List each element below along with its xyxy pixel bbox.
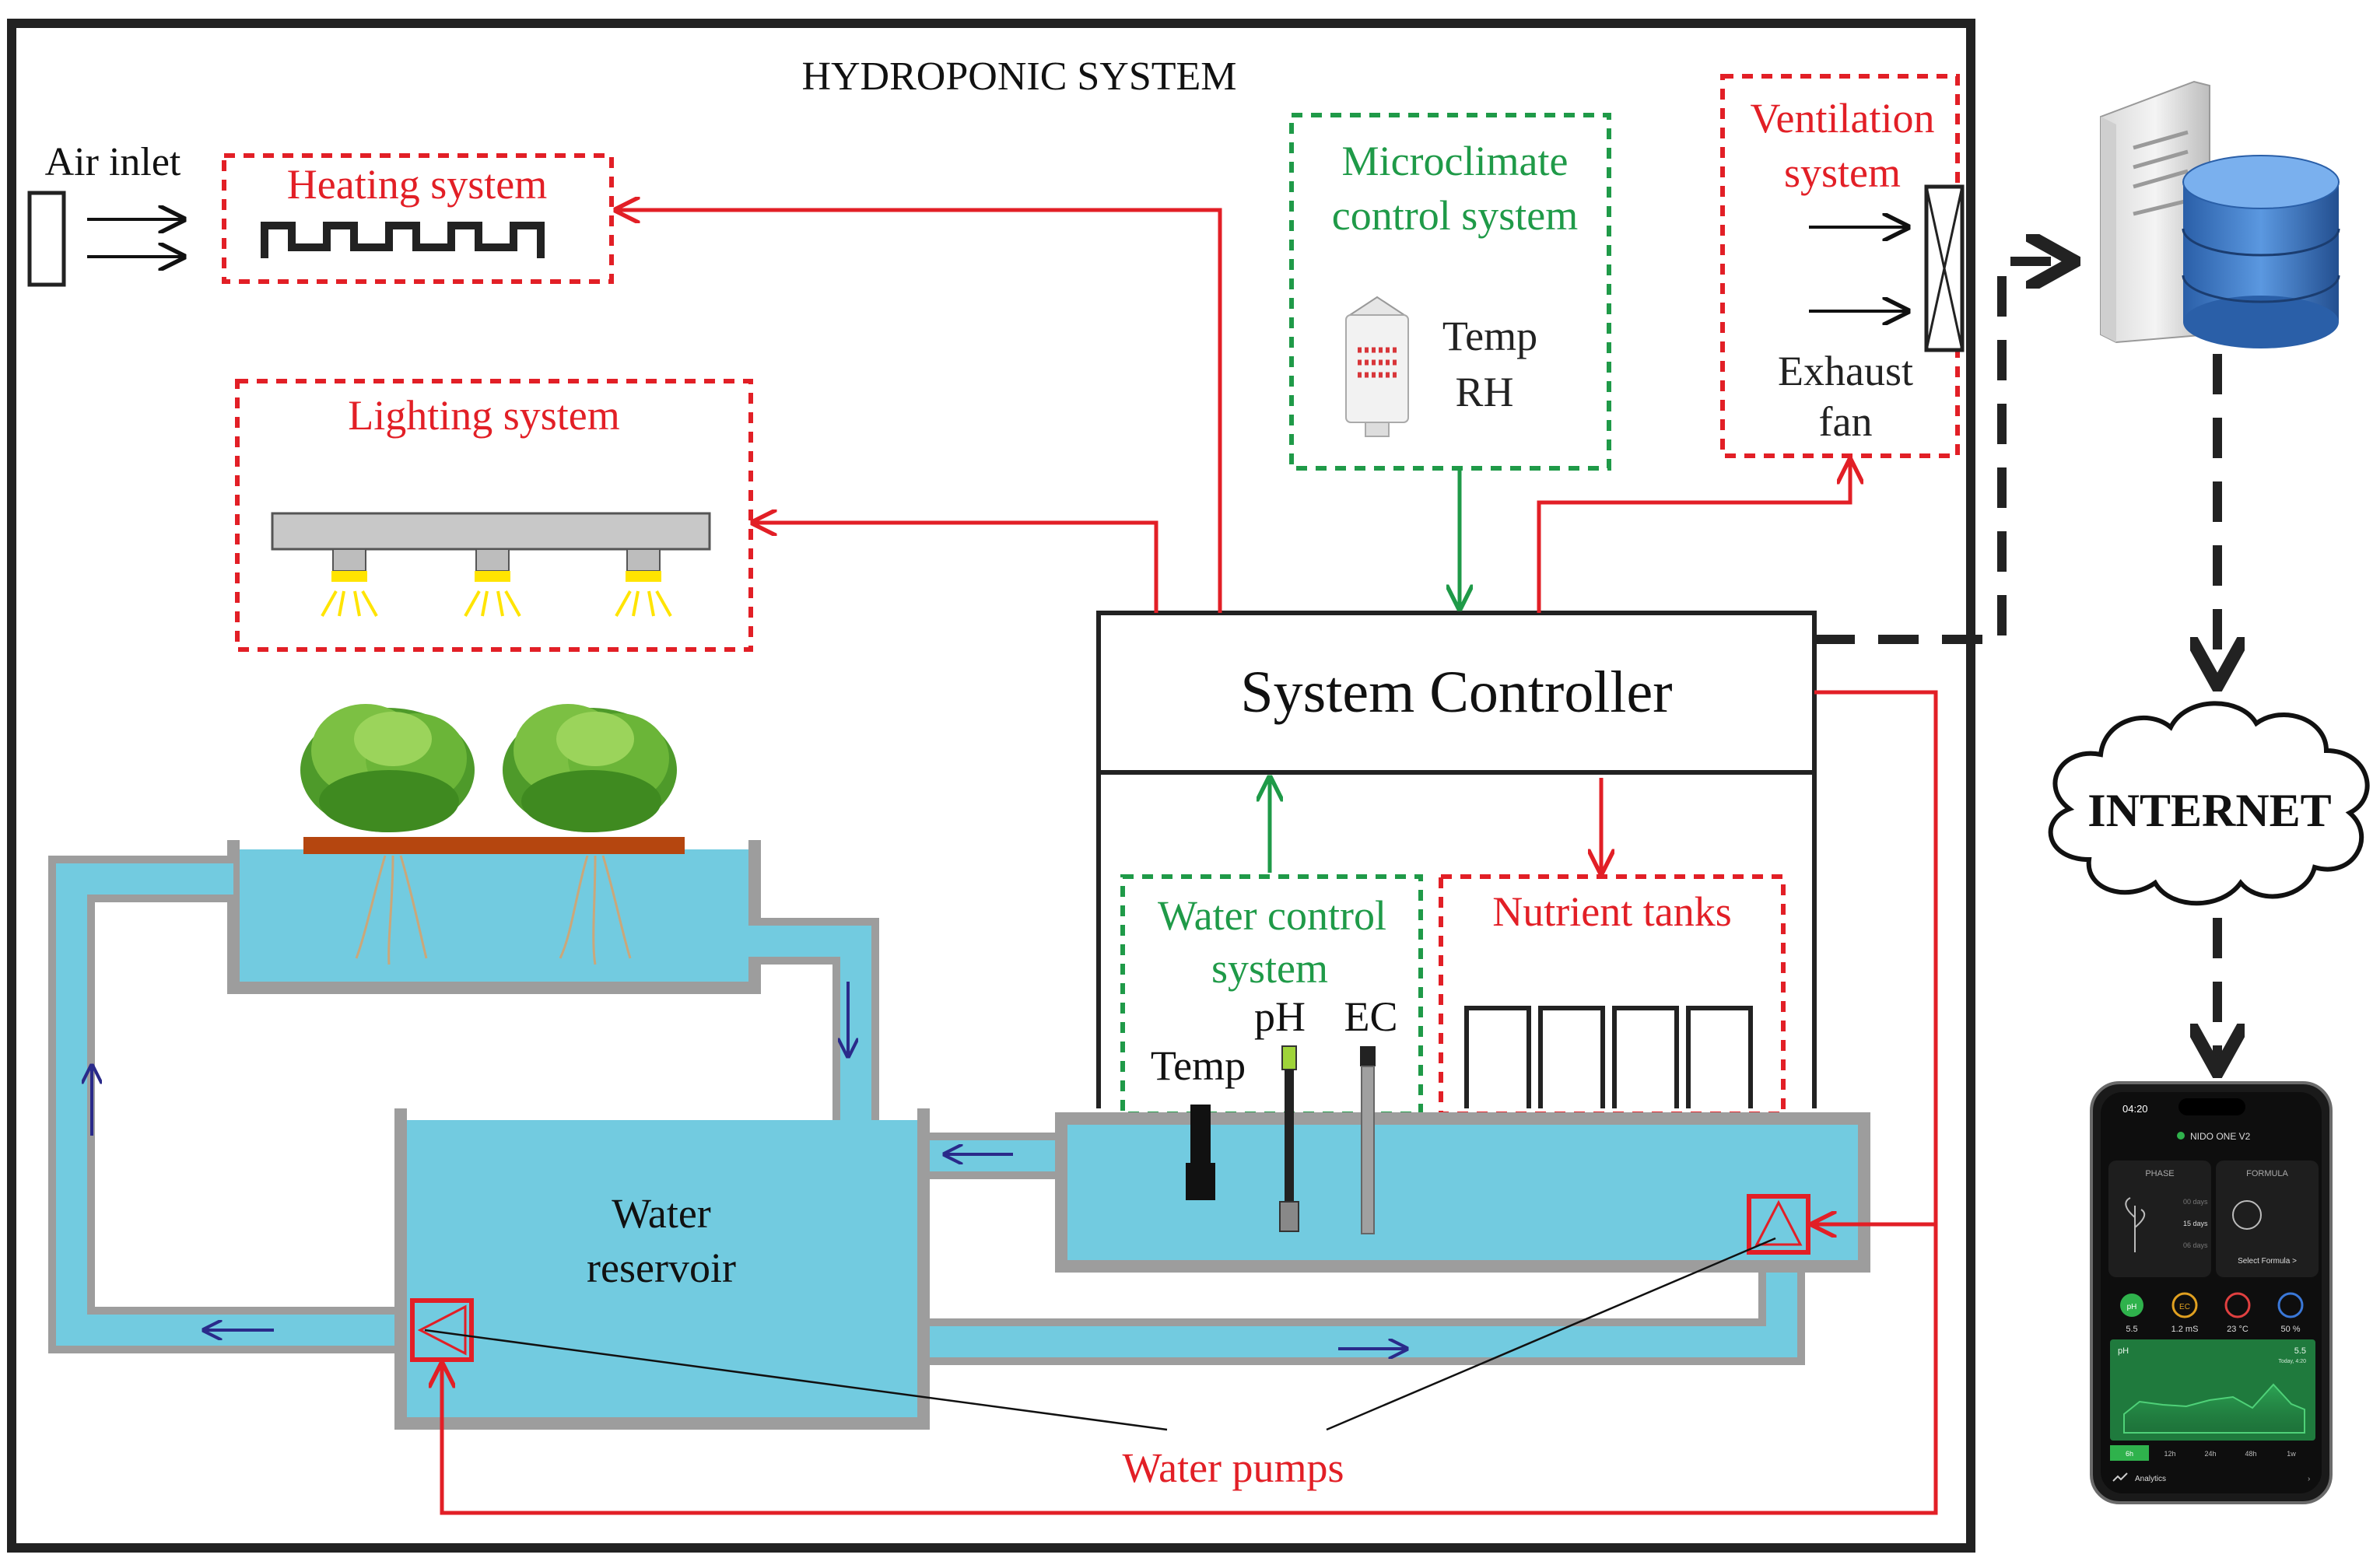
probe-temp-label: Temp (1151, 1042, 1246, 1089)
water-control-label-2: system (1211, 945, 1328, 992)
metric-icon-label: EC (2179, 1303, 2190, 1311)
phase-day-2: 15 days (2183, 1220, 2208, 1227)
fan-metric-icon (2277, 1292, 2304, 1318)
micro-temp-label: Temp (1442, 313, 1537, 359)
reservoir-label-1: Water (612, 1190, 711, 1237)
diagram-title: HYDROPONIC SYSTEM (801, 54, 1236, 99)
water-reservoir: Water reservoir (394, 1108, 930, 1430)
ventilation-label-1: Ventilation (1751, 95, 1935, 142)
metric-icon-label: pH (2127, 1303, 2137, 1311)
control-lines-red (442, 210, 1938, 1515)
probe-ec-label: EC (1344, 993, 1397, 1040)
water-pump-icon (1747, 1194, 1810, 1255)
phone-time: 04:20 (2122, 1103, 2148, 1115)
metric-ec-value: 1.2 mS (2171, 1325, 2199, 1334)
ph-trend-line (2123, 1383, 2305, 1434)
microclimate-label-2: control system (1332, 192, 1578, 239)
exhaust-fan-icon (1924, 184, 1965, 352)
system-controller: System Controller (1096, 611, 1817, 1108)
formula-card[interactable] (2216, 1161, 2319, 1277)
grow-tank (227, 704, 761, 994)
nutrient-tanks: Nutrient tanks (1439, 874, 1786, 1116)
lamp-icon (321, 548, 378, 617)
smartphone-icon: 04:20 NIDO ONE V2 PHASE 00 days 15 days … (2090, 1081, 2333, 1504)
lettuce-icon (300, 704, 475, 965)
air-inlet-label: Air inlet (45, 140, 181, 184)
range-12h[interactable]: 12h (2164, 1450, 2175, 1458)
metric-temp-value: 23 °C (2227, 1325, 2249, 1334)
range-tab[interactable] (2110, 1445, 2149, 1461)
water-pump-icon (410, 1298, 474, 1362)
exhaust-label-1: Exhaust (1778, 348, 1913, 394)
formula-label: FORMULA (2246, 1169, 2288, 1178)
water-pumps-label: Water pumps (1122, 1444, 1344, 1491)
water-control-label-1: Water control (1158, 892, 1386, 939)
formula-icon (2232, 1200, 2262, 1230)
temp-probe-icon (1186, 1105, 1215, 1200)
chart-value: 5.5 (2294, 1346, 2306, 1356)
metric-fan-value: 50 % (2280, 1325, 2300, 1334)
ec-probe-icon (1360, 1046, 1376, 1234)
range-1w[interactable]: 1w (2287, 1450, 2296, 1458)
lamp-icon (464, 548, 521, 617)
sensor-lines-green (1270, 470, 1460, 873)
phase-day-1: 00 days (2183, 1198, 2208, 1206)
lighting-label: Lighting system (348, 392, 620, 439)
phone-metrics: pH 5.5 EC 1.2 mS 23 °C 50 % (2120, 1292, 2304, 1334)
hydroponic-frame (7, 19, 1975, 1553)
light-bar-icon (271, 512, 711, 551)
flow-arrows (92, 982, 1407, 1349)
ventilation-system: Ventilation system Exhaust fan (1720, 74, 1965, 458)
pump-leader-line (424, 1329, 1168, 1431)
water-piping (48, 856, 1805, 1365)
heating-system: Heating system (222, 153, 614, 284)
plant-phase-icon (2125, 1197, 2146, 1252)
phase-label: PHASE (2145, 1169, 2174, 1178)
temperature-metric-icon (2224, 1292, 2251, 1318)
analytics-link[interactable]: Analytics (2135, 1475, 2166, 1483)
chevron-right-icon[interactable]: › (2308, 1475, 2310, 1483)
chart-sub: Today, 4:20 (2278, 1359, 2306, 1364)
phase-day-3: 06 days (2183, 1241, 2208, 1249)
water-control-system: Water control system pH EC Temp (1120, 874, 1423, 1116)
lettuce-icon (503, 704, 677, 965)
heating-label: Heating system (287, 161, 547, 208)
ec-metric-icon (2171, 1292, 2198, 1318)
metric-ph-value: 5.5 (2126, 1325, 2137, 1334)
select-formula[interactable]: Select Formula > (2238, 1257, 2297, 1266)
range-6h[interactable]: 6h (2126, 1450, 2133, 1458)
heating-coil-icon (261, 222, 545, 258)
range-tabs: 6h 12h 24h 48h 1w (2110, 1445, 2296, 1461)
nutrient-label: Nutrient tanks (1492, 888, 1731, 935)
ph-probe-icon (1279, 1045, 1299, 1232)
nutrient-tank-icons (1464, 1006, 1753, 1108)
internet-label: INTERNET (2087, 785, 2331, 836)
reservoir-label-2: reservoir (587, 1245, 736, 1291)
air-inlet: Air inlet (27, 140, 184, 287)
microclimate-label-1: Microclimate (1342, 138, 1569, 184)
exhaust-label-2: fan (1819, 398, 1873, 445)
plant-raft (303, 837, 685, 854)
network-links (1814, 261, 2217, 1067)
lighting-system: Lighting system (235, 379, 753, 652)
range-24h[interactable]: 24h (2204, 1450, 2216, 1458)
lamp-icon (615, 548, 672, 617)
controller-label: System Controller (1240, 660, 1672, 725)
microclimate-system: Microclimate control system Temp RH (1289, 113, 1611, 471)
temp-rh-sensor-icon (1345, 296, 1409, 437)
chart-label: pH (2118, 1346, 2129, 1356)
analytics-icon (2112, 1472, 2128, 1482)
ph-metric-icon (2120, 1294, 2143, 1317)
server-database-icon (2100, 80, 2340, 348)
micro-rh-label: RH (1455, 369, 1513, 415)
pump-leader-line (1326, 1237, 1776, 1431)
probe-ph-label: pH (1254, 993, 1306, 1040)
ventilation-label-2: system (1784, 149, 1901, 196)
range-48h[interactable]: 48h (2245, 1450, 2256, 1458)
phone-device: NIDO ONE V2 (2190, 1131, 2251, 1142)
dosing-tank (1055, 1045, 1870, 1273)
internet-cloud-icon: INTERNET (2048, 701, 2370, 906)
